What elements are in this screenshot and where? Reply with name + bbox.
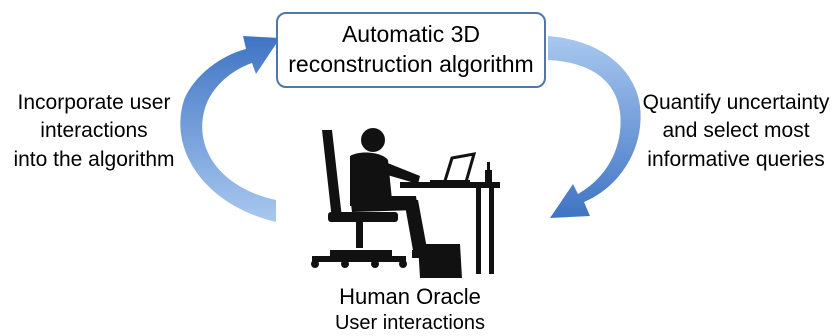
left-label-line1: Incorporate user xyxy=(17,91,171,114)
right-label: Quantify uncertainty and select most inf… xyxy=(632,89,840,174)
algorithm-box: Automatic 3D reconstruction algorithm xyxy=(276,12,546,88)
algorithm-box-line2: reconstruction algorithm xyxy=(288,51,534,77)
left-label-line2: interactions xyxy=(40,119,148,143)
algorithm-box-line1: Automatic 3D xyxy=(341,21,481,48)
right-label-line1: Quantify uncertainty xyxy=(642,91,830,114)
curved-arrow-down-icon xyxy=(548,36,641,218)
right-label-line2: and select most xyxy=(662,119,810,143)
oracle-title: Human Oracle xyxy=(339,284,481,309)
right-label-line3: informative queries xyxy=(647,147,825,171)
left-label-line3: into the algorithm xyxy=(13,147,175,171)
oracle-caption: Human Oracle User interactions xyxy=(280,283,540,336)
left-label: Incorporate user interactions into the a… xyxy=(4,89,184,174)
oracle-subtitle: User interactions xyxy=(334,311,486,334)
curved-arrow-up-icon xyxy=(180,36,280,222)
person-at-desk-icon xyxy=(311,128,500,278)
